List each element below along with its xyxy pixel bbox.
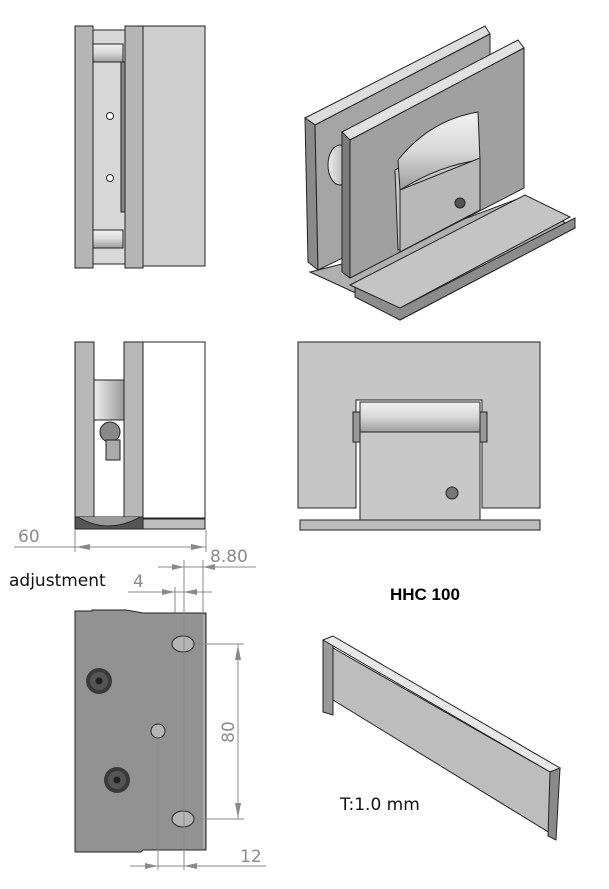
mounting-plate-view — [74, 600, 207, 870]
product-title: HHC 100 — [390, 585, 460, 604]
side-view — [74, 341, 206, 530]
screw-icon — [104, 767, 130, 793]
dimension-60-label: 60 — [18, 527, 40, 547]
isometric-view — [304, 25, 577, 321]
dimension-80-label: 80 — [219, 721, 239, 743]
dimension-80: 80 — [196, 643, 244, 820]
shim-view: T:1.0 mm — [321, 635, 562, 841]
screw-icon — [86, 668, 112, 694]
dimension-8-80: 8.80 — [158, 547, 256, 612]
dimension-4-label: 4 — [133, 572, 144, 592]
shim-thickness-label: T:1.0 mm — [339, 795, 420, 815]
front-view — [297, 341, 541, 531]
adjustment-label: adjustment — [9, 571, 106, 591]
dimension-8-80-label: 8.80 — [210, 547, 248, 567]
dimension-60: 60 — [14, 527, 207, 552]
dimension-12-label: 12 — [240, 847, 262, 867]
top-left-front-view — [74, 25, 206, 269]
dimension-12: 12 — [130, 847, 266, 869]
